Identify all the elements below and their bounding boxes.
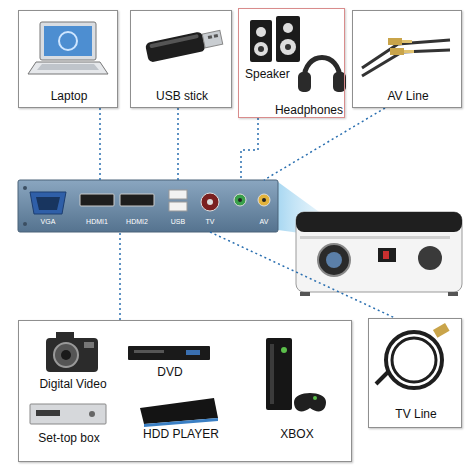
- device-box: Laptop: [18, 10, 118, 108]
- port-label: USB: [171, 218, 185, 226]
- dotted-connector: [210, 232, 395, 318]
- device-label: TV Line: [395, 407, 436, 421]
- port-panel: VGA HDMI1 HDMI2 USB TV AV: [18, 180, 278, 232]
- xbox-picture: [266, 338, 326, 411]
- device-box: TV Line: [368, 318, 462, 428]
- av-cable-picture: [362, 38, 450, 76]
- port-label: AV: [260, 218, 269, 226]
- speaker-picture: [250, 16, 300, 62]
- projector-picture: [296, 212, 462, 296]
- device-box: USB stick: [130, 10, 232, 108]
- port-panel: [18, 180, 278, 232]
- dotted-connector: [177, 108, 179, 180]
- port-label: TV: [206, 218, 215, 226]
- usb-stick-picture: [145, 27, 223, 62]
- tv-cable-picture: [376, 323, 450, 388]
- device-label: USB stick: [156, 89, 208, 103]
- port-label: VGA: [41, 218, 56, 226]
- device-label: DVD: [157, 365, 182, 379]
- dotted-connector: [119, 232, 121, 320]
- device-label: AV Line: [387, 89, 428, 103]
- dotted-connector: [99, 108, 101, 180]
- port-label: HDMI2: [126, 218, 148, 226]
- dotted-connector: [264, 108, 385, 180]
- device-label: Speaker: [245, 67, 290, 81]
- device-label: Headphones: [275, 103, 343, 117]
- dvd-picture: [128, 346, 210, 360]
- device-label: XBOX: [280, 427, 313, 441]
- hdd-player-picture: [140, 398, 218, 427]
- device-group-box: Digital Video DVD Set-top box HDD PLAYER XBO…: [18, 320, 352, 462]
- device-label: HDD PLAYER: [143, 427, 219, 441]
- dotted-connector: [241, 118, 258, 180]
- port-label: HDMI1: [86, 218, 108, 226]
- device-box: AV Line: [352, 10, 462, 108]
- audio-box: SpeakerHeadphones: [238, 8, 345, 118]
- device-label: Digital Video: [39, 377, 106, 391]
- laptop-picture: [28, 22, 108, 74]
- headphones-picture: [298, 58, 346, 93]
- set-top-box-picture: [30, 404, 106, 424]
- device-label: Set-top box: [38, 431, 99, 445]
- device-label: Laptop: [51, 89, 88, 103]
- camera-picture: [46, 332, 98, 372]
